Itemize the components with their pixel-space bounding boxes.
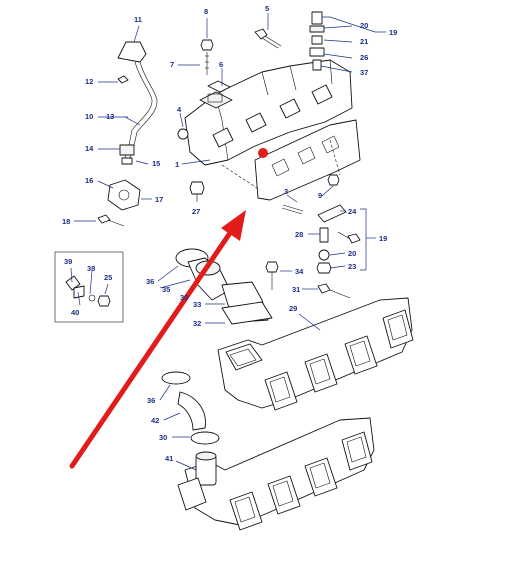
callout-37: 37: [360, 68, 368, 77]
callout-5: 5: [265, 4, 269, 13]
callout-34: 34: [295, 267, 304, 276]
callout-31: 31: [292, 285, 300, 294]
callout-25: 25: [104, 273, 112, 282]
callout-9: 9: [318, 191, 322, 200]
manifold-gasket: [254, 119, 361, 201]
callout-24: 24: [348, 207, 357, 216]
callout-35: 35: [162, 285, 170, 294]
callout-40: 40: [71, 308, 79, 317]
exhaust-manifold-upper: [217, 297, 414, 411]
callout-10: 10: [85, 112, 93, 121]
leader-lines: [70, 13, 386, 471]
callout-30-lower: 30: [159, 433, 167, 442]
callout-13: 13: [106, 112, 114, 121]
callout-19-mid: 19: [379, 234, 387, 243]
callout-8: 8: [204, 7, 208, 16]
callout-14: 14: [85, 144, 94, 153]
callout-42: 42: [151, 416, 159, 425]
elbow-hose-assembly: [175, 248, 273, 325]
callout-11: 11: [134, 15, 142, 24]
exhaust-manifold-lower: [177, 417, 375, 531]
red-pointer-arrow: [69, 210, 246, 469]
callout-labels: 1 3 4 5 6 7 8 9 10 11 12 13 14 15 16 17 …: [62, 4, 397, 463]
callout-16: 16: [85, 176, 93, 185]
callout-36-lower: 36: [147, 396, 155, 405]
callout-4: 4: [177, 105, 182, 114]
callout-39: 39: [64, 257, 72, 266]
callout-21: 21: [360, 37, 368, 46]
stud-assembly: [200, 39, 214, 75]
callout-30-top: 30: [180, 293, 188, 302]
callout-33: 33: [193, 300, 201, 309]
callout-6: 6: [219, 60, 223, 69]
callout-1: 1: [175, 160, 179, 169]
callout-32: 32: [193, 319, 201, 328]
callout-29: 29: [289, 304, 297, 313]
hose-clamp-assembly: [161, 371, 220, 445]
callout-27: 27: [192, 207, 200, 216]
fitting-stack: [309, 11, 325, 71]
callout-23: 23: [348, 262, 356, 271]
callout-36-top: 36: [146, 277, 154, 286]
callout-17: 17: [155, 195, 163, 204]
callout-28: 28: [295, 230, 303, 239]
callout-20: 20: [360, 21, 368, 30]
callout-12: 12: [85, 77, 93, 86]
callout-18: 18: [62, 217, 70, 226]
inset-detail: [54, 251, 124, 323]
inlet-manifold: [177, 59, 353, 166]
callout-3: 3: [284, 187, 288, 196]
callout-19-top: 19: [389, 28, 397, 37]
highlight-marker-icon: [258, 148, 268, 158]
bolt-5: [254, 28, 282, 49]
callout-41: 41: [165, 454, 173, 463]
callout-15: 15: [152, 159, 160, 168]
breather-pipe: [107, 41, 158, 211]
callout-7: 7: [170, 60, 174, 69]
callout-26: 26: [360, 53, 368, 62]
callout-38: 38: [87, 264, 95, 273]
callout-20-mid: 20: [348, 249, 356, 258]
fitting-group-19: [316, 204, 361, 274]
